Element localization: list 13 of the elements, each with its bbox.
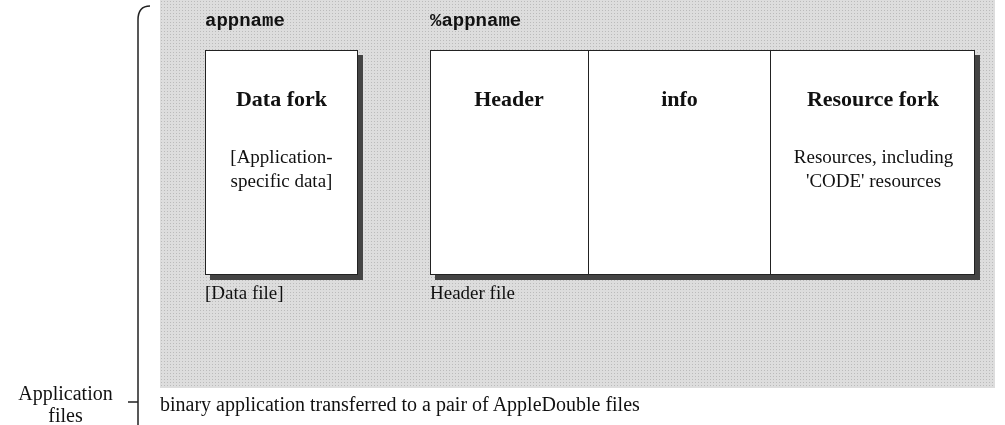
section-title: Header: [473, 86, 545, 112]
caption: binary application transferred to a pair of AppleDouble files: [160, 393, 640, 416]
section-title: Resource fork: [805, 86, 941, 112]
section-title: info: [660, 86, 699, 112]
file-caption: [Data file]: [205, 282, 284, 304]
bracket-label: Application files: [17, 382, 114, 425]
fork-title: Data fork: [234, 86, 328, 112]
fork-description: [Application-specific data]: [229, 145, 334, 193]
file-name: %appname: [430, 10, 522, 32]
file-caption: Header file: [430, 282, 515, 304]
section-description: Resources, including 'CODE' resources: [792, 145, 955, 193]
shaded-panel: [160, 0, 995, 388]
file-name: appname: [205, 10, 285, 32]
